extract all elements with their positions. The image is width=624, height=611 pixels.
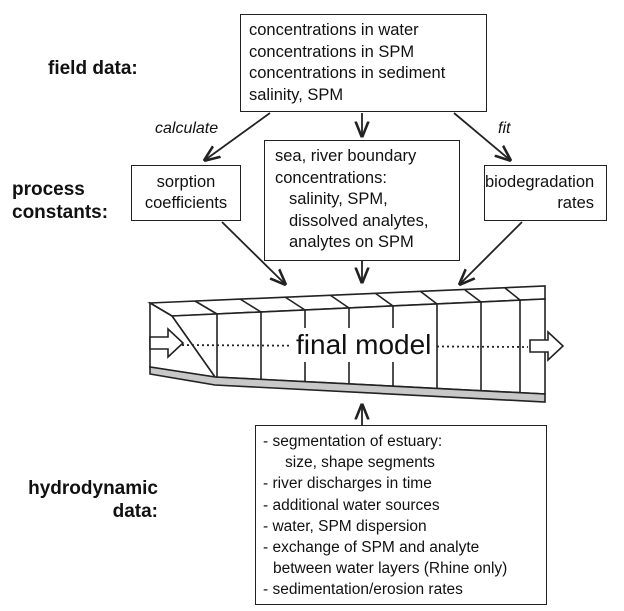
segment-divider-top	[284, 296, 306, 311]
field-data-line: concentrations in sediment	[249, 64, 446, 82]
biodegradation-rates-box: biodegradation rates	[484, 165, 607, 221]
fit-label: fit	[498, 120, 511, 137]
hydro-item: size, shape segments	[285, 454, 435, 472]
flow-dotted-line	[171, 344, 529, 348]
segment-divider-top	[374, 292, 394, 307]
segment-divider-top	[504, 287, 521, 301]
hydro-item: between water layers (Rhine only)	[273, 560, 508, 578]
sediment-layer	[149, 366, 546, 403]
segment-divider-top	[464, 289, 482, 303]
segment-divider-top	[329, 294, 350, 309]
arrow-biodeg-model	[460, 221, 523, 284]
boundary-concentrations-box: sea, river boundary concentrations: sali…	[264, 140, 460, 261]
arrow-fit	[453, 112, 510, 160]
hydro-item: - river discharges in time	[263, 475, 432, 493]
arrow-calculate	[205, 112, 271, 160]
hydro-item: - water, SPM dispersion	[263, 517, 427, 535]
hydro-item: - exchange of SPM and analyte	[263, 539, 480, 557]
hydrodynamic-data-label: hydrodynamic data:	[28, 478, 158, 522]
segment-divider-top	[239, 298, 262, 313]
field-data-line: concentrations in water	[249, 21, 419, 39]
segment-divider-top	[419, 290, 438, 305]
hydro-item: - additional water sources	[263, 496, 440, 514]
final-model-title: final model	[292, 328, 436, 362]
process-constants-label: process constants:	[12, 179, 109, 223]
hydro-item: - segmentation of estuary:	[263, 433, 443, 450]
arrow-sorption-model	[221, 221, 285, 284]
field-data-label: field data:	[48, 58, 138, 79]
field-data-line: concentrations in SPM	[249, 42, 415, 61]
segment-divider-top	[194, 300, 218, 315]
inflow-arrow	[149, 327, 185, 359]
outflow-arrow	[529, 330, 565, 362]
hydro-item: - sedimentation/erosion rates	[263, 581, 463, 599]
hydrodynamic-data-box: - segmentation of estuary: size, shape s…	[255, 425, 547, 605]
field-data-line: salinity, SPM	[249, 85, 344, 104]
sorption-coefficients-box: sorption coefficients	[131, 165, 241, 221]
calculate-label: calculate	[155, 120, 219, 137]
field-data-box: concentrations in water concentrations i…	[240, 14, 487, 112]
